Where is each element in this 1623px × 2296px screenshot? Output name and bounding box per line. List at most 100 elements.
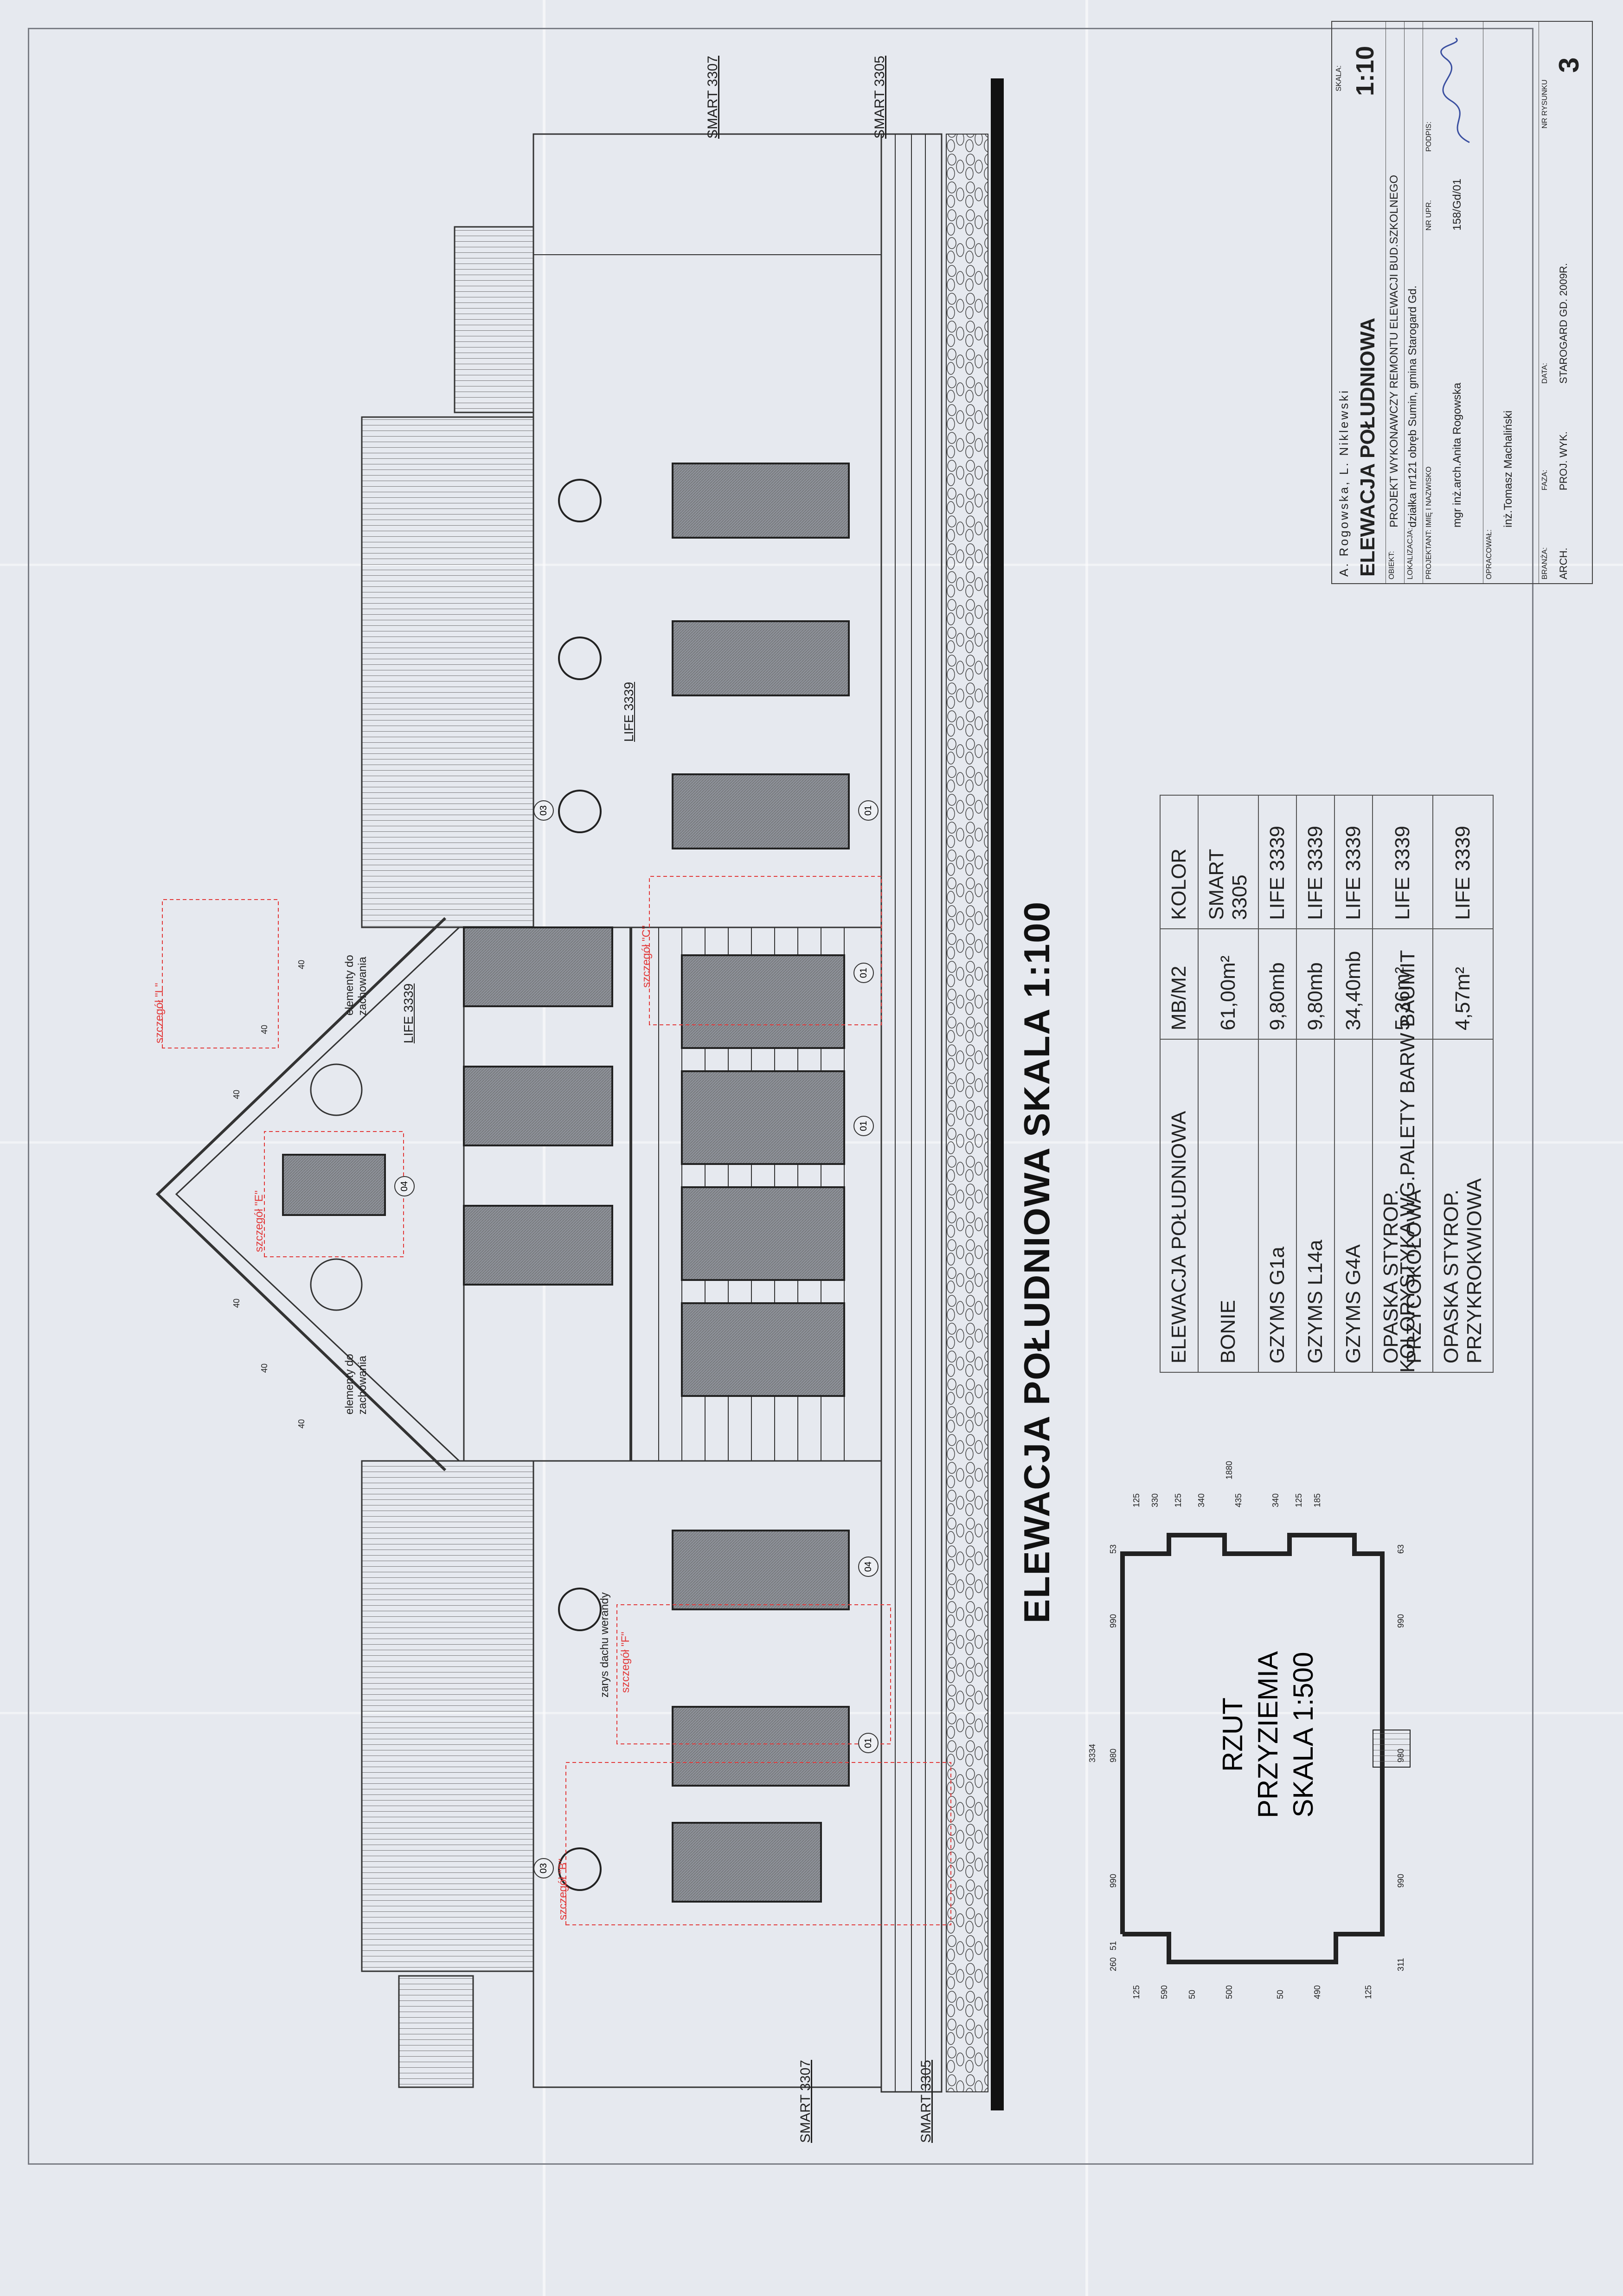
fold-line [0, 564, 1623, 566]
legend-cell: LIFE 3339 [1334, 795, 1373, 929]
gable-roof [155, 917, 447, 1472]
west-wing-roof-ext [398, 1975, 474, 2088]
plan-dim: 980 [1109, 1748, 1118, 1762]
plan-dim: 340 [1271, 1493, 1280, 1507]
prepared-label: OPRACOWAŁ: [1485, 529, 1493, 579]
drawing-title: ELEWACJA POŁUDNIOWA [1356, 317, 1379, 577]
main-title: ELEWACJA POŁUDNIOWA SKALA 1:100 [1016, 900, 1057, 1623]
plan-dim: 63 [1396, 1544, 1405, 1554]
plan-dim: 53 [1109, 1544, 1118, 1554]
plan-dim: 990 [1109, 1614, 1118, 1628]
windows-east-wing [558, 463, 850, 849]
detail-label-c: szczegół "C" [640, 925, 653, 988]
sheet-border [28, 28, 1533, 2165]
legend-cell: GZYMS G4A [1334, 1039, 1373, 1372]
element-number-01: 01 [853, 1116, 874, 1136]
legend-cell: GZYMS G1a [1258, 1039, 1296, 1372]
legend-header-cell: KOLOR [1160, 795, 1198, 929]
gable-dim: 40 [232, 1089, 241, 1099]
scale-value: 1:10 [1351, 45, 1379, 96]
plan-dim: 50 [1187, 1989, 1197, 1999]
plan-dim: 980 [1396, 1748, 1405, 1762]
phase-label: FAZA: [1541, 469, 1549, 490]
west-wing-roof [361, 1460, 534, 1972]
plan-dim: 125 [1132, 1493, 1141, 1507]
plan-dim: 125 [1174, 1493, 1183, 1507]
date-value: STAROGARD GD. 2009R. [1558, 263, 1569, 384]
legend-cell: GZYMS L14a [1296, 1039, 1334, 1372]
tb-row: OBIEKT: PROJEKT WYKONAWCZY REMONTU ELEWA… [1386, 22, 1405, 583]
element-number-03: 03 [533, 1858, 554, 1878]
color-palette-note: KOLORYSTYKA WG.PALETY BARW BAUMIT [1396, 950, 1419, 1373]
element-number-01: 01 [858, 800, 879, 821]
legend-cell: 4,57m² [1433, 929, 1493, 1039]
plan-dim: 590 [1160, 1985, 1169, 1999]
plan-dim: 125 [1364, 1985, 1373, 1999]
location-value: działka nr121 obręb Sumin, gmina Staroga… [1406, 285, 1419, 527]
note-veranda-roof: zarys dachu werandy [598, 1592, 611, 1698]
legend-header-cell: MB/M2 [1160, 929, 1198, 1039]
signature-mark [1440, 37, 1470, 143]
gable-dim: 40 [260, 1024, 269, 1034]
legend-cell: 9,80mb [1258, 929, 1296, 1039]
tb-row: OPRACOWAŁ: inż.Tomasz Machaliński [1483, 22, 1539, 583]
legend-table: ELEWACJA POŁUDNIOWA MB/M2 KOLOR BONIE 61… [1160, 795, 1494, 1373]
authors: A. Rogowska, L. Niklewski [1337, 389, 1351, 577]
element-number-01: 01 [853, 963, 874, 983]
tb-row: PROJEKTANT: IMIĘ I NAZWISKO NR UPR. PODP… [1423, 22, 1483, 583]
gable-dim: 40 [297, 959, 306, 969]
gable-dim: 40 [260, 1363, 269, 1373]
legend-cell: OPASKA STYROP. PRZYKROKWIOWA [1433, 1039, 1493, 1372]
prepared-name: inż.Tomasz Machaliński [1502, 410, 1514, 527]
plan-dim: 311 [1396, 1958, 1405, 1971]
element-number-03: 03 [533, 800, 554, 821]
tb-row: BRANŻA: ARCH. FAZA: PROJ. WYK. DATA: STA… [1539, 22, 1591, 583]
branch-label: BRANŻA: [1541, 547, 1549, 579]
plan-title: RZUT PRZYZIEMIA SKALA 1:500 [1215, 1623, 1321, 1846]
plan-dim: 340 [1197, 1493, 1206, 1507]
legend-cell: LIFE 3339 [1433, 795, 1493, 929]
plan-dim-total: 1880 [1225, 1460, 1234, 1479]
east-wing-roof [361, 416, 534, 928]
color-label-smart-3305: SMART 3305 [918, 2060, 934, 2143]
plan-dim: 125 [1294, 1493, 1303, 1507]
gable-dim: 40 [232, 1298, 241, 1308]
gable-round-element [310, 1063, 363, 1116]
legend-row: BONIE 61,00m² SMART 3305 [1198, 795, 1258, 1372]
legend-cell: SMART 3305 [1198, 795, 1258, 929]
plan-dim-total: 3334 [1088, 1743, 1097, 1762]
plan-dim: 490 [1313, 1985, 1322, 1999]
plan-dim: 51 [1109, 1941, 1118, 1950]
plan-title-line: SKALA 1:500 [1288, 1652, 1319, 1818]
branch-value: ARCH. [1558, 547, 1569, 579]
note-elements-to-keep: elementy do zachowania [343, 1354, 369, 1415]
legend-cell: 34,40mb [1334, 929, 1373, 1039]
windows-west-wing [558, 1530, 850, 1903]
plan-dim: 990 [1109, 1873, 1118, 1888]
plan-dim: 500 [1225, 1985, 1234, 1999]
detail-label-l: szczegół "L" [153, 983, 166, 1043]
gable-round-element [310, 1258, 363, 1311]
plinth-stones [946, 134, 988, 2092]
plan-dim: 50 [1276, 1989, 1285, 1999]
phase-value: PROJ. WYK. [1558, 431, 1569, 490]
element-number-04: 04 [394, 1176, 415, 1196]
object-label: OBIEKT: [1388, 551, 1396, 579]
fold-line [543, 0, 545, 2296]
ground-floor-plan [1120, 1533, 1385, 1964]
licence-value: 158/Gd/01 [1451, 178, 1463, 231]
legend-row: GZYMS L14a 9,80mb LIFE 3339 [1296, 795, 1334, 1372]
element-number-01: 01 [858, 1733, 879, 1753]
windows-ground-central [681, 954, 845, 1397]
legend-row: GZYMS G1a 9,80mb LIFE 3339 [1258, 795, 1296, 1372]
plan-dim: 990 [1396, 1873, 1405, 1888]
legend-header-row: ELEWACJA POŁUDNIOWA MB/M2 KOLOR [1160, 795, 1198, 1372]
title-block: A. Rogowska, L. Niklewski SKALA: 1:10 EL… [1331, 21, 1593, 584]
plan-dim: 185 [1313, 1493, 1322, 1507]
detail-label-e: szczegół "E" [253, 1190, 265, 1252]
legend-cell: 9,80mb [1296, 929, 1334, 1039]
legend-row: GZYMS G4A 34,40mb LIFE 3339 [1334, 795, 1373, 1372]
licence-label: NR UPR. [1425, 200, 1433, 231]
legend-cell: LIFE 3339 [1373, 795, 1433, 929]
